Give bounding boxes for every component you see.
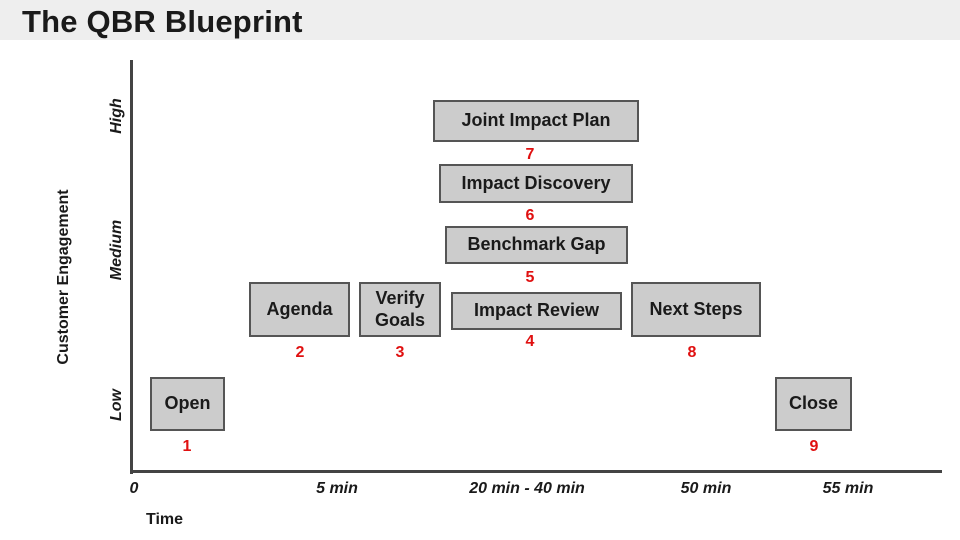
y-axis-line (130, 60, 133, 474)
x-tick-5min: 5 min (316, 480, 358, 497)
y-level-medium: Medium (108, 219, 125, 281)
step-number: 2 (295, 344, 305, 361)
step-box-impact-discovery: Impact Discovery (439, 164, 633, 203)
step-number: 8 (687, 344, 697, 361)
step-label: Close (788, 393, 839, 414)
step-number: 9 (809, 438, 819, 455)
step-box-impact-review: Impact Review (451, 292, 622, 330)
step-label: Joint Impact Plan (461, 110, 611, 131)
step-box-verify-goals: Verify Goals (359, 282, 441, 337)
x-tick-50min: 50 min (680, 480, 732, 497)
step-box-joint-impact-plan: Joint Impact Plan (433, 100, 639, 142)
x-axis-line (130, 470, 942, 473)
step-label: Impact Review (473, 300, 600, 321)
slide-title: The QBR Blueprint (22, 4, 303, 39)
step-label: Verify Goals (374, 287, 426, 330)
step-box-close: Close (775, 377, 852, 431)
x-tick-55min: 55 min (822, 480, 874, 497)
step-label: Open (164, 393, 211, 414)
step-number: 4 (525, 333, 535, 350)
x-tick-0: 0 (129, 480, 139, 497)
step-label: Agenda (266, 298, 333, 319)
step-number: 1 (182, 438, 192, 455)
step-box-next-steps: Next Steps (631, 282, 761, 337)
y-level-high: High (108, 98, 125, 134)
x-axis-title: Time (146, 511, 184, 528)
step-number: 7 (525, 146, 535, 163)
step-number: 6 (525, 207, 535, 224)
y-axis-title: Customer Engagement (55, 189, 72, 365)
step-label: Benchmark Gap (467, 234, 606, 255)
step-box-agenda: Agenda (249, 282, 350, 337)
step-number: 5 (525, 269, 535, 286)
step-box-open: Open (150, 377, 225, 431)
step-label: Next Steps (649, 298, 743, 319)
x-tick-20-40min: 20 min - 40 min (469, 480, 585, 497)
step-box-benchmark-gap: Benchmark Gap (445, 226, 628, 264)
y-level-low: Low (108, 389, 125, 421)
title-bar (0, 0, 960, 40)
step-number: 3 (395, 344, 405, 361)
step-label: Impact Discovery (461, 172, 611, 193)
